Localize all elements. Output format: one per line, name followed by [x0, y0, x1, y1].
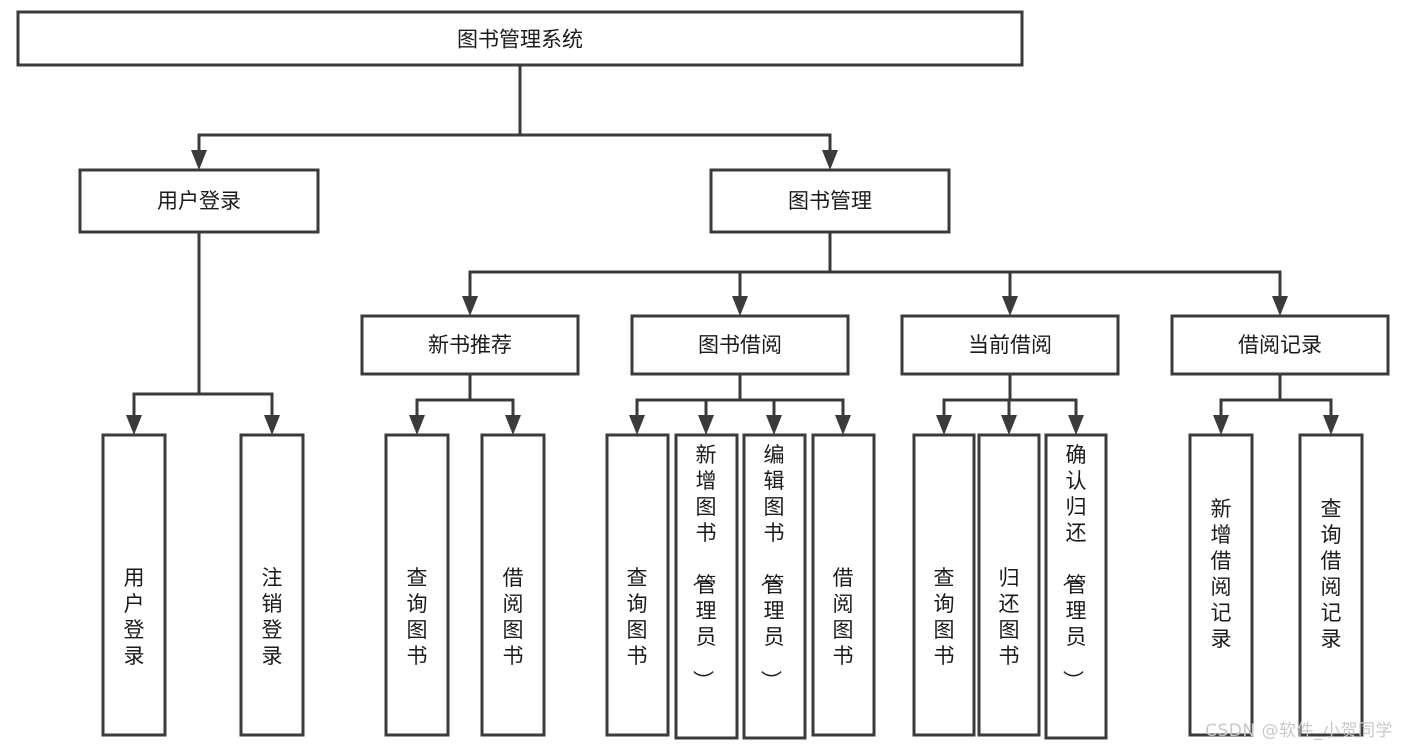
- arrowhead-leaf-query-book-1: [409, 415, 425, 435]
- node-leaf-add-record-box[interactable]: [1188, 433, 1254, 737]
- node-leaf-query-record[interactable]: 查询借阅记录: [1298, 433, 1364, 737]
- node-leaf-edit-book-label: 编辑图书（管理员）: [759, 443, 785, 691]
- node-borrow-record-label: 借阅记录: [1238, 333, 1322, 357]
- arrowhead-leaf-add-record: [1213, 415, 1229, 435]
- node-leaf-query-book-3-box[interactable]: [912, 433, 976, 737]
- node-new-book-rec-label: 新书推荐: [428, 333, 512, 357]
- node-leaf-query-book-3[interactable]: 查询图书: [912, 433, 976, 737]
- arrowhead-new-book-rec: [462, 296, 478, 316]
- node-book-manage-label: 图书管理: [788, 189, 872, 213]
- node-leaf-query-book-1-box[interactable]: [384, 433, 450, 737]
- arrowhead-leaf-add-book: [698, 415, 714, 435]
- node-leaf-confirm-return-box[interactable]: [1044, 433, 1108, 740]
- node-leaf-return-book-label: 归还图书: [999, 566, 1020, 668]
- arrowhead-user-login: [191, 150, 207, 170]
- arrowhead-leaf-edit-book: [766, 415, 782, 435]
- node-borrow-record[interactable]: 借阅记录: [1170, 314, 1390, 376]
- node-leaf-borrow-book-1-box[interactable]: [480, 433, 546, 737]
- node-leaf-query-record-label: 查询借阅记录: [1321, 497, 1342, 651]
- node-leaf-return-book[interactable]: 归还图书: [977, 433, 1041, 737]
- node-leaf-query-record-box[interactable]: [1298, 433, 1364, 737]
- node-book-borrow-label: 图书借阅: [698, 333, 782, 357]
- node-root-box[interactable]: [16, 10, 1024, 67]
- node-leaf-confirm-return-label: 确认归还（管理员）: [1061, 443, 1087, 691]
- node-leaf-query-book-3-label: 查询图书: [934, 566, 955, 668]
- node-borrow-record-box[interactable]: [1170, 314, 1390, 376]
- node-book-borrow[interactable]: 图书借阅: [630, 314, 850, 376]
- arrowhead-leaf-borrow-book-2: [835, 415, 851, 435]
- node-leaf-add-book[interactable]: 新增图书（管理员）: [674, 433, 739, 740]
- node-leaf-return-book-box[interactable]: [977, 433, 1041, 737]
- node-current-borrow[interactable]: 当前借阅: [900, 314, 1120, 376]
- arrowhead-leaf-user-login: [126, 415, 142, 435]
- node-current-borrow-box[interactable]: [900, 314, 1120, 376]
- node-leaf-add-book-box[interactable]: [674, 433, 739, 740]
- node-leaf-confirm-return[interactable]: 确认归还（管理员）: [1044, 433, 1108, 740]
- arrowhead-book-manage: [822, 150, 838, 170]
- node-leaf-borrow-book-1-label: 借阅图书: [503, 566, 524, 668]
- node-leaf-edit-book[interactable]: 编辑图书（管理员）: [742, 433, 807, 740]
- node-leaf-query-book-1[interactable]: 查询图书: [384, 433, 450, 737]
- arrowhead-borrow-record: [1272, 296, 1288, 316]
- arrowhead-leaf-query-record: [1323, 415, 1339, 435]
- node-user-login-box[interactable]: [78, 168, 320, 234]
- node-leaf-add-book-label: 新增图书（管理员）: [691, 443, 717, 691]
- node-leaf-add-record-label: 新增借阅记录: [1211, 497, 1232, 651]
- node-user-login-label: 用户登录: [157, 189, 241, 213]
- arrowhead-current-borrow: [1002, 296, 1018, 316]
- node-leaf-user-login-box[interactable]: [101, 433, 167, 737]
- arrowhead-leaf-query-book-3: [936, 415, 952, 435]
- node-root[interactable]: 图书管理系统: [16, 10, 1024, 67]
- node-root-label: 图书管理系统: [457, 28, 583, 52]
- arrowhead-leaf-query-book-2: [629, 415, 645, 435]
- arrowhead-leaf-logout: [264, 415, 280, 435]
- node-leaf-query-book-2[interactable]: 查询图书: [605, 433, 670, 737]
- node-book-borrow-box[interactable]: [630, 314, 850, 376]
- node-new-book-rec-box[interactable]: [360, 314, 580, 376]
- node-leaf-logout-box[interactable]: [239, 433, 305, 737]
- arrowhead-leaf-return-book: [1001, 415, 1017, 435]
- node-leaf-borrow-book-2[interactable]: 借阅图书: [811, 433, 876, 737]
- node-new-book-rec[interactable]: 新书推荐: [360, 314, 580, 376]
- node-current-borrow-label: 当前借阅: [968, 333, 1052, 357]
- node-leaf-user-login[interactable]: 用户登录: [101, 433, 167, 737]
- node-leaf-borrow-book-1[interactable]: 借阅图书: [480, 433, 546, 737]
- node-leaf-borrow-book-2-box[interactable]: [811, 433, 876, 737]
- arrowhead-book-borrow: [732, 296, 748, 316]
- node-leaf-borrow-book-2-label: 借阅图书: [833, 566, 854, 668]
- node-leaf-edit-book-box[interactable]: [742, 433, 807, 740]
- node-leaf-query-book-2-box[interactable]: [605, 433, 670, 737]
- connector-layer: [126, 63, 1339, 435]
- node-user-login[interactable]: 用户登录: [78, 168, 320, 234]
- node-book-manage-box[interactable]: [709, 168, 951, 234]
- watermark-text: CSDN @软件_小贺同学: [1205, 721, 1393, 741]
- arrowhead-leaf-confirm-return: [1068, 415, 1084, 435]
- node-leaf-query-book-1-label: 查询图书: [407, 566, 428, 668]
- node-book-manage[interactable]: 图书管理: [709, 168, 951, 234]
- node-leaf-user-login-label: 用户登录: [124, 566, 145, 668]
- node-leaf-query-book-2-label: 查询图书: [627, 566, 648, 668]
- node-leaf-add-record[interactable]: 新增借阅记录: [1188, 433, 1254, 737]
- arrowhead-leaf-borrow-book-1: [505, 415, 521, 435]
- node-leaf-logout-label: 注销登录: [262, 566, 283, 668]
- node-leaf-logout[interactable]: 注销登录: [239, 433, 305, 737]
